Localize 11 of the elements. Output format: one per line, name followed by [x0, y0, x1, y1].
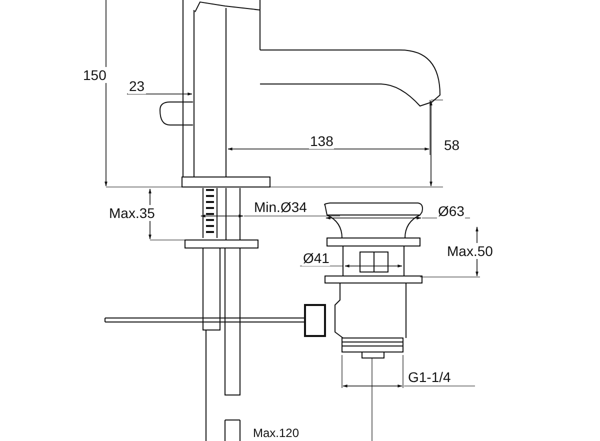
- dimension-label: Max.120: [252, 426, 300, 440]
- dimension-label: Ø63: [437, 203, 466, 219]
- dimension-label: 58: [443, 137, 461, 153]
- dimension-label: Max.35: [108, 205, 156, 221]
- dimension-label: G1-1/4: [407, 369, 452, 385]
- dimension-label: Min.Ø34: [253, 199, 308, 215]
- dimension-label: Max.50: [446, 243, 494, 259]
- dimension-label: Ø41: [302, 250, 330, 266]
- dimension-label: 138: [309, 133, 334, 149]
- dimension-label: 23: [128, 78, 146, 94]
- dimension-label: 150: [82, 67, 108, 83]
